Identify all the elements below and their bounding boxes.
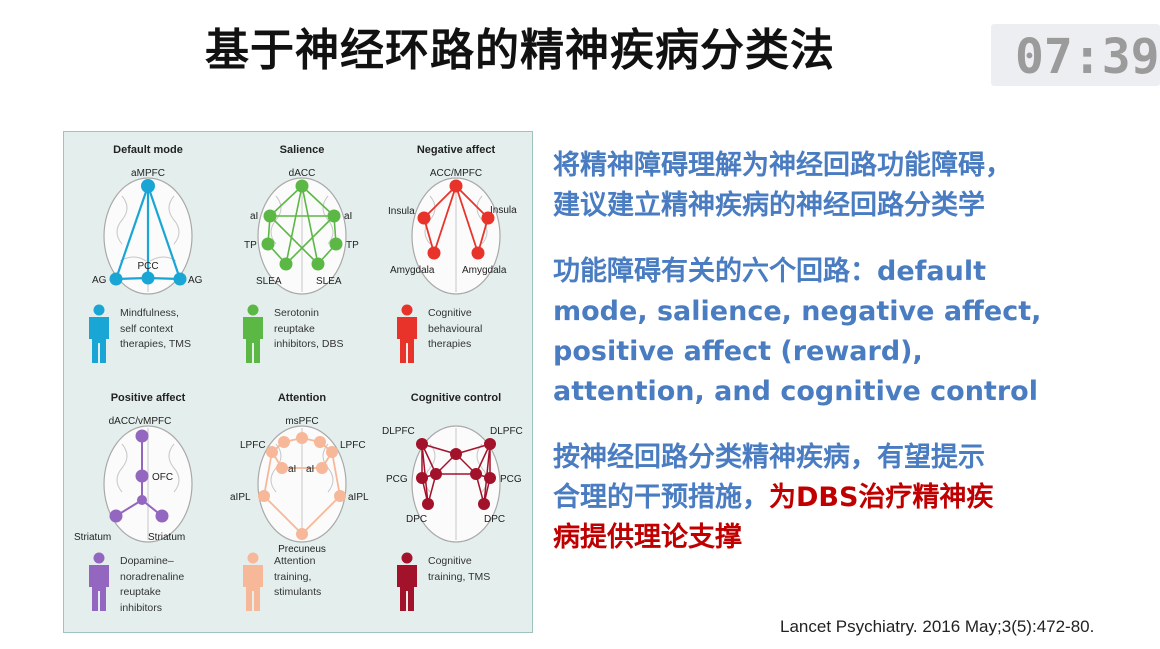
node-label: SLEA [256, 276, 282, 287]
panel-title: Default mode [113, 144, 183, 156]
node-label: LPFC [340, 440, 366, 451]
node-label: DLPFC [382, 426, 415, 437]
person-icon [243, 304, 263, 363]
brain-diagram-cognitive-control: DLPFC DLPFC PCG PCG DPC DPC [382, 425, 523, 543]
panel-title: Cognitive control [410, 392, 502, 404]
highlight-text: 病提供理论支撑 [553, 522, 742, 553]
panel-salience: Salience dACC aI aI TP TP SLEA SLEA [224, 134, 380, 382]
panel-positive-affect: Positive affect dACC/vMPFC OFC Striatum … [70, 382, 226, 630]
panel-title: Negative affect [416, 144, 496, 156]
slide-title: 基于神经环路的精神疾病分类法 [205, 25, 835, 76]
person-icon [397, 552, 417, 611]
node-label: aMPFC [131, 168, 165, 179]
person-icon [89, 552, 109, 611]
node-label: SLEA [316, 276, 342, 287]
node-label: TP [346, 240, 359, 251]
person-icon [89, 304, 109, 363]
node-label: Insula [490, 205, 517, 216]
node-label: LPFC [240, 440, 266, 451]
node-label: DLPFC [490, 426, 523, 437]
paragraph-3: 按神经回路分类精神疾病，有望提示 合理的干预措施，为DBS治疗精神疾 病提供理论… [553, 438, 993, 558]
brain-diagram-attention: msPFC LPFC LPFC aI aI aIPL aIPL Precuneu… [230, 416, 369, 552]
highlight-text: 为DBS治疗精神疾 [769, 482, 994, 513]
node-label: aIPL [230, 492, 251, 503]
panel-title: Salience [279, 144, 325, 156]
node-label: AG [92, 275, 107, 286]
paragraph-1: 将精神障碍理解为神经回路功能障碍， 建议建立精神疾病的神经回路分类学 [553, 150, 1012, 221]
timer-display: 07:39 [991, 24, 1160, 86]
node-label: Insula [388, 206, 415, 217]
node-label: aI [306, 464, 314, 475]
node-label: aI [288, 464, 296, 475]
panel-attention: Attention msPFC LPFC LPFC aI aI aIPL aIP… [224, 382, 380, 630]
person-icon [397, 304, 417, 363]
node-label: msPFC [285, 416, 318, 427]
node-label: dACC [289, 168, 316, 179]
circuits-figure: Default mode aMPFC PCC AG AG Mindfulness… [63, 131, 533, 633]
node-label: Striatum [148, 532, 185, 543]
node-label: ACC/MPFC [430, 168, 482, 179]
panel-title: Attention [277, 392, 327, 404]
node-label: aI [250, 211, 258, 222]
node-label: AG [188, 275, 203, 286]
node-label: OFC [152, 472, 173, 483]
citation: Lancet Psychiatry. 2016 May;3(5):472-80. [780, 617, 1095, 636]
node-label: PCC [137, 261, 158, 272]
panel-default-mode: Default mode aMPFC PCC AG AG Mindfulness… [70, 134, 226, 382]
timer-value: 07:39 [1015, 29, 1160, 85]
panel-title: Positive affect [110, 392, 186, 404]
panel-negative-affect: Negative affect ACC/MPFC Insula Insula A… [378, 134, 534, 382]
node-label: Amygdala [390, 265, 435, 276]
node-label: PCG [500, 474, 522, 485]
node-label: Amygdala [462, 265, 507, 276]
paragraph-2: 功能障碍有关的六个回路：default mode, salience, nega… [553, 256, 1042, 407]
brain-diagram-salience: dACC aI aI TP TP SLEA SLEA [244, 168, 359, 295]
node-label: DPC [406, 514, 427, 525]
person-icon [243, 552, 263, 611]
node-label: dACC/vMPFC [109, 416, 172, 427]
node-label: Striatum [74, 532, 111, 543]
panel-cognitive-control: Cognitive control DLPFC DLPFC PCG PCG DP [378, 382, 534, 630]
node-label: TP [244, 240, 257, 251]
node-label: DPC [484, 514, 505, 525]
node-label: aI [344, 211, 352, 222]
brain-diagram-default-mode: aMPFC PCC AG AG [92, 168, 203, 295]
brain-diagram-positive-affect: dACC/vMPFC OFC Striatum Striatum [74, 416, 193, 543]
node-label: PCG [386, 474, 408, 485]
node-label: Precuneus [278, 544, 326, 552]
brain-diagram-negative-affect: ACC/MPFC Insula Insula Amygdala Amygdala [388, 168, 517, 295]
node-label: aIPL [348, 492, 369, 503]
